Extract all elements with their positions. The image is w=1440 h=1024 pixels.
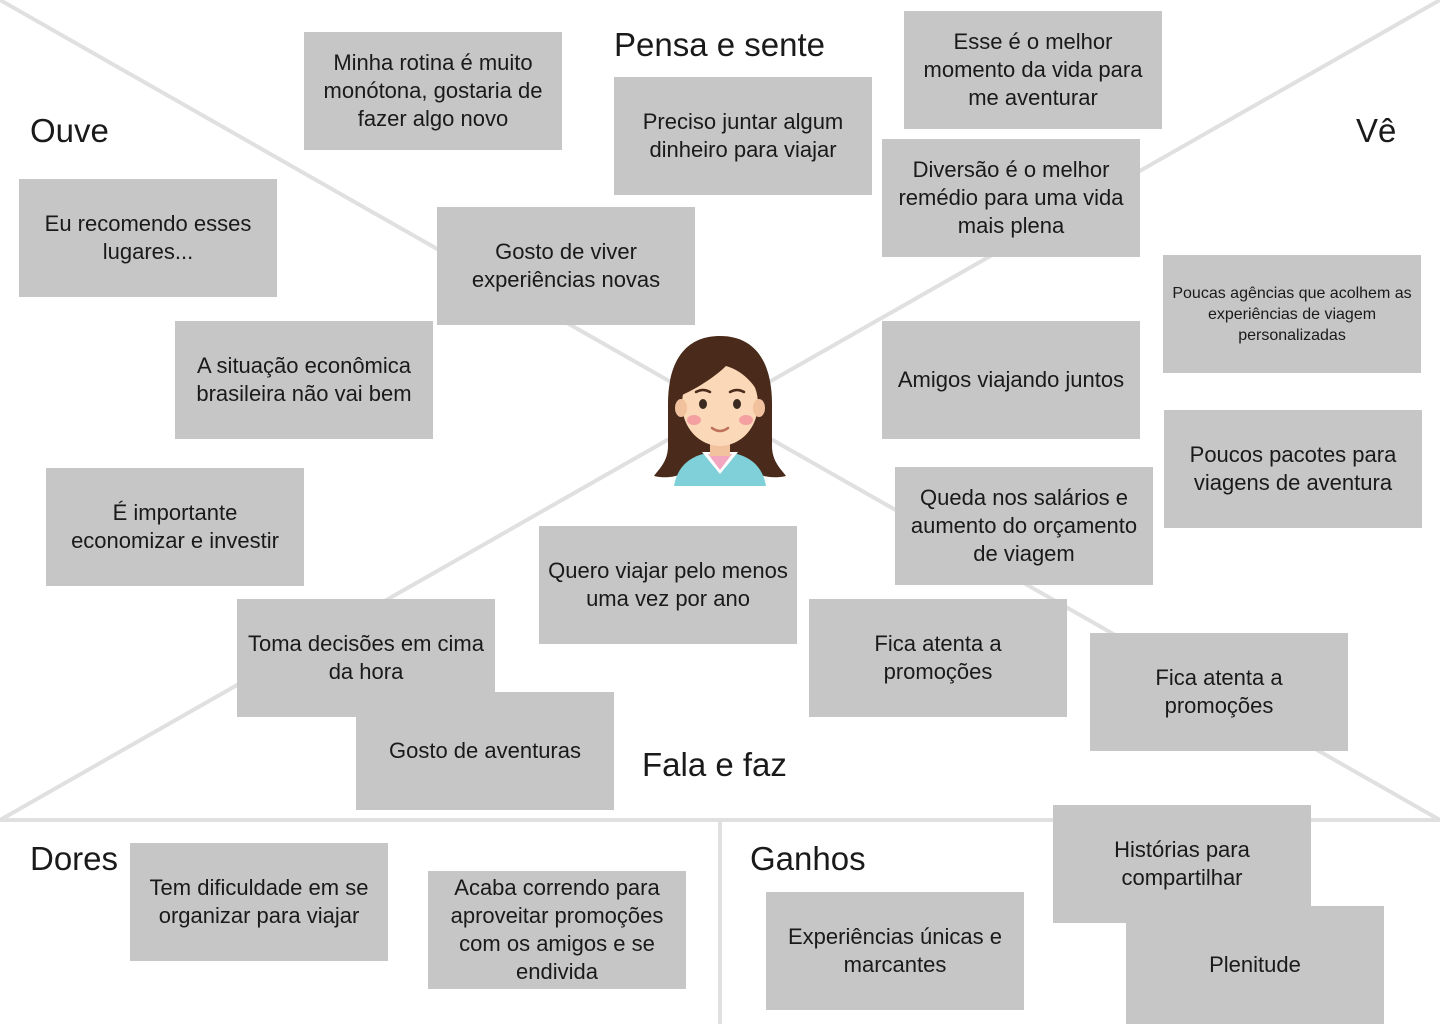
sticky-note-thinks-new-experiences[interactable]: Gosto de viver experiências novas xyxy=(437,207,695,325)
divider-bottom-right xyxy=(719,408,1440,822)
sticky-note-pains-debt[interactable]: Acaba correndo para aproveitar promoções… xyxy=(428,871,686,989)
label-ouve: Ouve xyxy=(30,112,109,149)
sticky-note-hears-save[interactable]: É importante economizar e investir xyxy=(46,468,304,586)
label-fala-e-faz: Fala e faz xyxy=(642,746,787,783)
sticky-note-thinks-fun[interactable]: Diversão é o melhor remédio para uma vid… xyxy=(882,139,1140,257)
sticky-note-hears-economy[interactable]: A situação econômica brasileira não vai … xyxy=(175,321,433,439)
sticky-note-gains-experiences[interactable]: Experiências únicas e marcantes xyxy=(766,892,1024,1010)
label-ganhos: Ganhos xyxy=(750,840,866,877)
sticky-note-sees-salaries[interactable]: Queda nos salários e aumento do orçament… xyxy=(895,467,1153,585)
sticky-note-sees-friends[interactable]: Amigos viajando juntos xyxy=(882,321,1140,439)
sticky-note-gains-stories[interactable]: Histórias para compartilhar xyxy=(1053,805,1311,923)
sticky-note-says-promotions-1[interactable]: Fica atenta a promoções xyxy=(809,599,1067,717)
divider-top-left xyxy=(0,0,721,412)
sticky-note-thinks-best-moment[interactable]: Esse é o melhor momento da vida para me … xyxy=(904,11,1162,129)
sticky-note-says-travel-yearly[interactable]: Quero viajar pelo menos uma vez por ano xyxy=(539,526,797,644)
persona-avatar-icon xyxy=(654,336,786,486)
sticky-note-thinks-routine[interactable]: Minha rotina é muito monótona, gostaria … xyxy=(304,32,562,150)
sticky-note-pains-organize[interactable]: Tem dificuldade em se organizar para via… xyxy=(130,843,388,961)
sticky-note-gains-fulfillment[interactable]: Plenitude xyxy=(1126,906,1384,1024)
sticky-note-says-adventures[interactable]: Gosto de aventuras xyxy=(356,692,614,810)
sticky-note-sees-packages[interactable]: Poucos pacotes para viagens de aventura xyxy=(1164,410,1422,528)
label-ve: Vê xyxy=(1356,112,1397,149)
label-dores: Dores xyxy=(30,840,119,877)
sticky-note-thinks-money[interactable]: Preciso juntar algum dinheiro para viaja… xyxy=(614,77,872,195)
sticky-note-sees-agencies[interactable]: Poucas agências que acolhem as experiênc… xyxy=(1163,255,1421,373)
sticky-note-says-promotions-2[interactable]: Fica atenta a promoções xyxy=(1090,633,1348,751)
sticky-note-hears-recommend[interactable]: Eu recomendo esses lugares... xyxy=(19,179,277,297)
label-pensa-e-sente: Pensa e sente xyxy=(614,26,825,63)
